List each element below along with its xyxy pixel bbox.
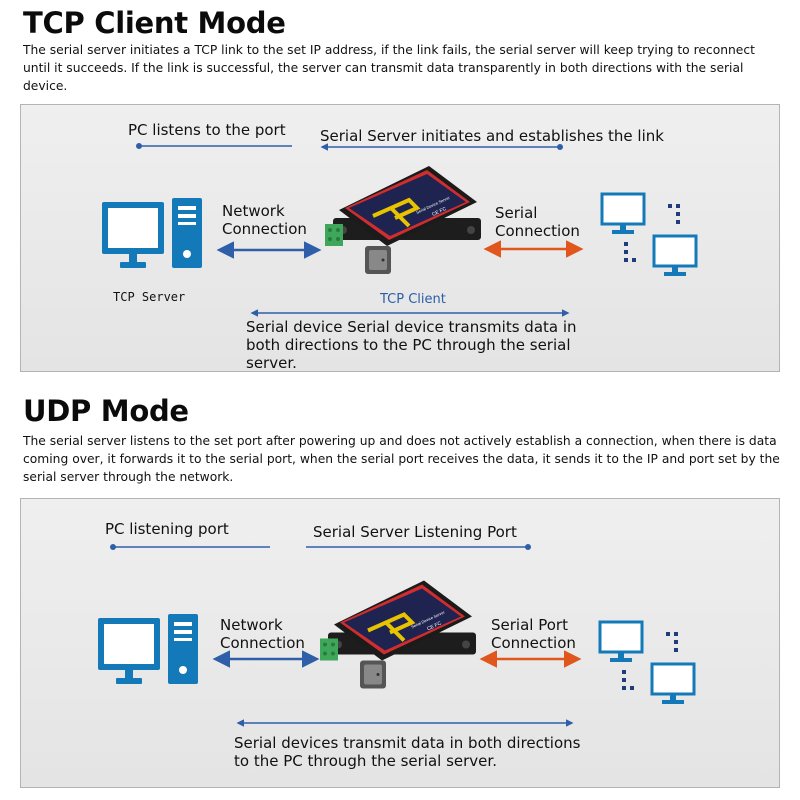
udp-network-connection-label: Network Connection [220,616,305,652]
networked-monitors-icon [598,620,696,704]
tcp-serial-arrow [483,240,584,258]
tcp-label-lines [136,143,563,151]
tcp-pc-caption: TCP Server [113,290,186,304]
udp-pc-listening-label: PC listening port [105,520,229,538]
udp-heading: UDP Mode [23,394,189,428]
tcp-description: The serial server initiates a TCP link t… [23,43,755,93]
serial-server-device-icon: Serial Device Server CE FC [320,580,476,689]
serial-server-device-icon: Serial Device Server CE FC [325,166,481,274]
networked-monitors-icon [600,192,698,276]
tcp-serial-connection-label: Serial Connection [495,204,580,240]
udp-serial-port-connection-label: Serial Port Connection [491,616,576,652]
udp-transmit-text: Serial devices transmit data in both dir… [234,734,581,770]
udp-server-listening-label: Serial Server Listening Port [313,523,517,541]
tcp-heading: TCP Client Mode [23,6,286,40]
tcp-network-connection-label: Network Connection [222,202,307,238]
desktop-computer-icon [98,614,198,684]
svg-text:CE FC: CE FC [431,206,447,218]
udp-description: The serial server listens to the set por… [23,434,780,484]
tcp-server-initiates-label: Serial Server initiates and establishes … [320,127,664,145]
desktop-computer-icon [102,198,202,268]
tcp-transmit-text: Serial device Serial device transmits da… [246,318,577,372]
tcp-network-arrow [216,241,322,259]
tcp-device-caption: TCP Client [380,292,446,307]
svg-text:CE FC: CE FC [426,620,442,632]
tcp-pc-listens-label: PC listens to the port [128,121,286,139]
tcp-transmit-arrow [250,309,570,317]
